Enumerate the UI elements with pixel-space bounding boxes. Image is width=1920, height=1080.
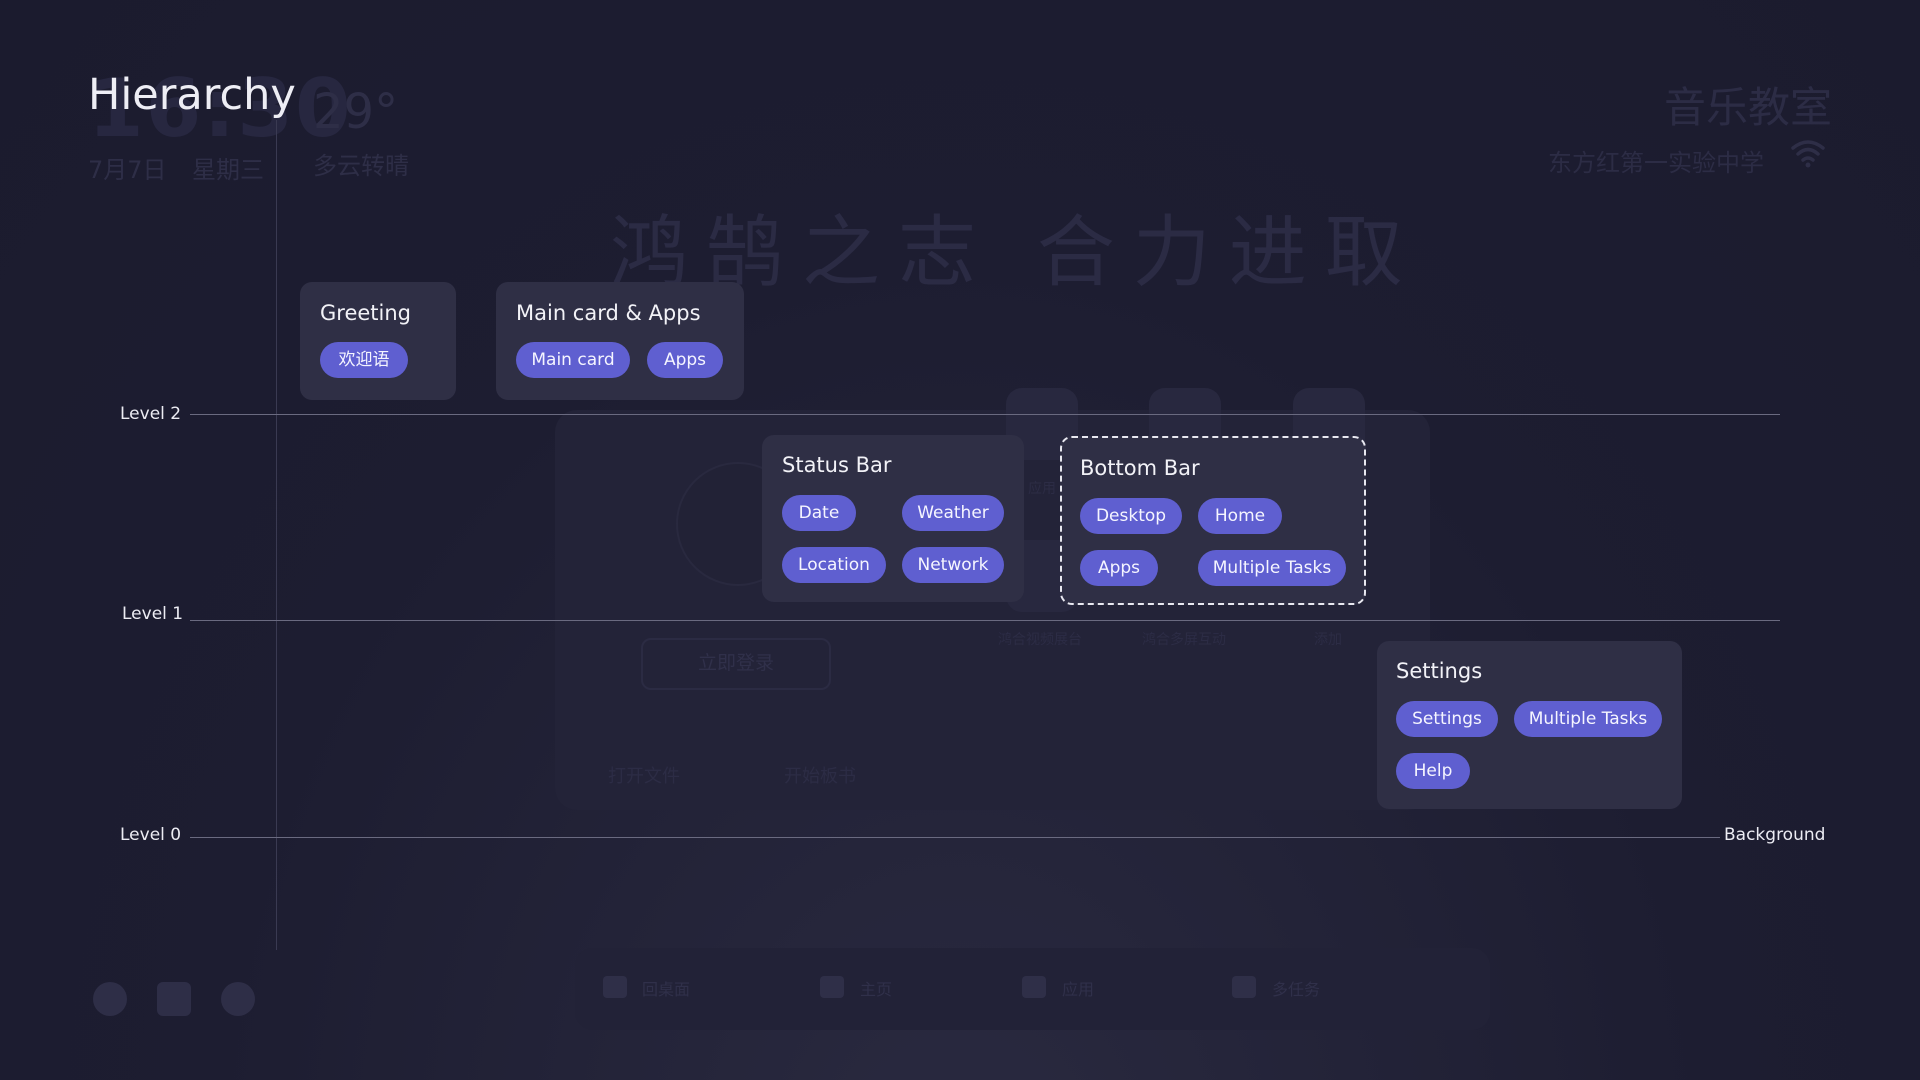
group-bottom-bar: Bottom Bar Desktop Home Apps Multiple Ta… [1060, 436, 1366, 605]
bg-dock-item: 回桌面 [642, 980, 691, 999]
chip-main-card: Main card [516, 342, 630, 378]
group-title: Status Bar [782, 453, 892, 477]
chip-multiple-tasks: Multiple Tasks [1198, 550, 1346, 586]
level-2-label: Level 2 [120, 404, 182, 424]
bg-open-file: 打开文件 [608, 766, 680, 787]
group-status-bar: Status Bar Date Weather Location Network [762, 435, 1024, 602]
bg-login-button: 立即登录 [641, 638, 831, 690]
bg-dock-item: 应用 [1062, 980, 1095, 999]
chip-weather: Weather [902, 495, 1004, 531]
level-0-label: Level 0 [120, 825, 182, 845]
wifi-icon [1791, 140, 1825, 168]
level-1-line [190, 620, 1780, 621]
chip-home: Home [1198, 498, 1282, 534]
chip-apps: Apps [647, 342, 723, 378]
level-0-line [190, 837, 1720, 838]
bg-weekday: 星期三 [192, 156, 264, 184]
bg-slogan: 鸿鹄之志 合力进取 [610, 208, 1421, 298]
chip-greeting-text: 欢迎语 [320, 342, 408, 378]
chip-apps: Apps [1080, 550, 1158, 586]
layers-icon [1232, 976, 1256, 998]
bg-weather: 多云转晴 [313, 152, 409, 180]
help-icon [221, 982, 255, 1016]
chip-multiple-tasks: Multiple Tasks [1514, 701, 1662, 737]
level-2-line [190, 414, 1780, 415]
group-settings: Settings Settings Multiple Tasks Help [1377, 641, 1682, 809]
chip-date: Date [782, 495, 856, 531]
layers-icon [603, 976, 627, 998]
chip-location: Location [782, 547, 886, 583]
bg-start-board: 开始板书 [784, 766, 856, 787]
level-1-label: Level 1 [122, 604, 184, 624]
chip-network: Network [902, 547, 1004, 583]
group-title: Greeting [320, 301, 411, 325]
diagram-title: Hierarchy [88, 70, 296, 120]
bg-temperature: 29° [313, 84, 399, 140]
vertical-axis-line [276, 120, 277, 950]
group-title: Main card & Apps [516, 301, 701, 325]
bg-date: 7月7日 [88, 156, 167, 184]
chip-settings: Settings [1396, 701, 1498, 737]
layers-icon [820, 976, 844, 998]
bg-dock-item: 多任务 [1272, 980, 1321, 999]
chip-help: Help [1396, 753, 1470, 789]
group-title: Bottom Bar [1080, 456, 1200, 480]
bg-app-label: 鸿合视频展台 [998, 632, 1082, 648]
background-label: Background [1724, 825, 1826, 845]
bg-dock-item: 主页 [860, 980, 893, 999]
bg-clock: 16:30 [88, 62, 353, 155]
layers-icon [1022, 976, 1046, 998]
group-greeting: Greeting 欢迎语 [300, 282, 456, 400]
group-main-card-apps: Main card & Apps Main card Apps [496, 282, 744, 400]
chip-desktop: Desktop [1080, 498, 1182, 534]
bg-room-name: 音乐教室 [1663, 83, 1832, 132]
bg-app-label: 应用 [1028, 481, 1056, 497]
layers-icon [157, 982, 191, 1016]
group-title: Settings [1396, 659, 1483, 683]
bg-school-name: 东方红第一实验中学 [1548, 149, 1764, 177]
palette-icon [93, 982, 127, 1016]
bg-app-label: 添加 [1314, 632, 1342, 648]
bg-app-label: 鸿合多屏互动 [1142, 632, 1226, 648]
